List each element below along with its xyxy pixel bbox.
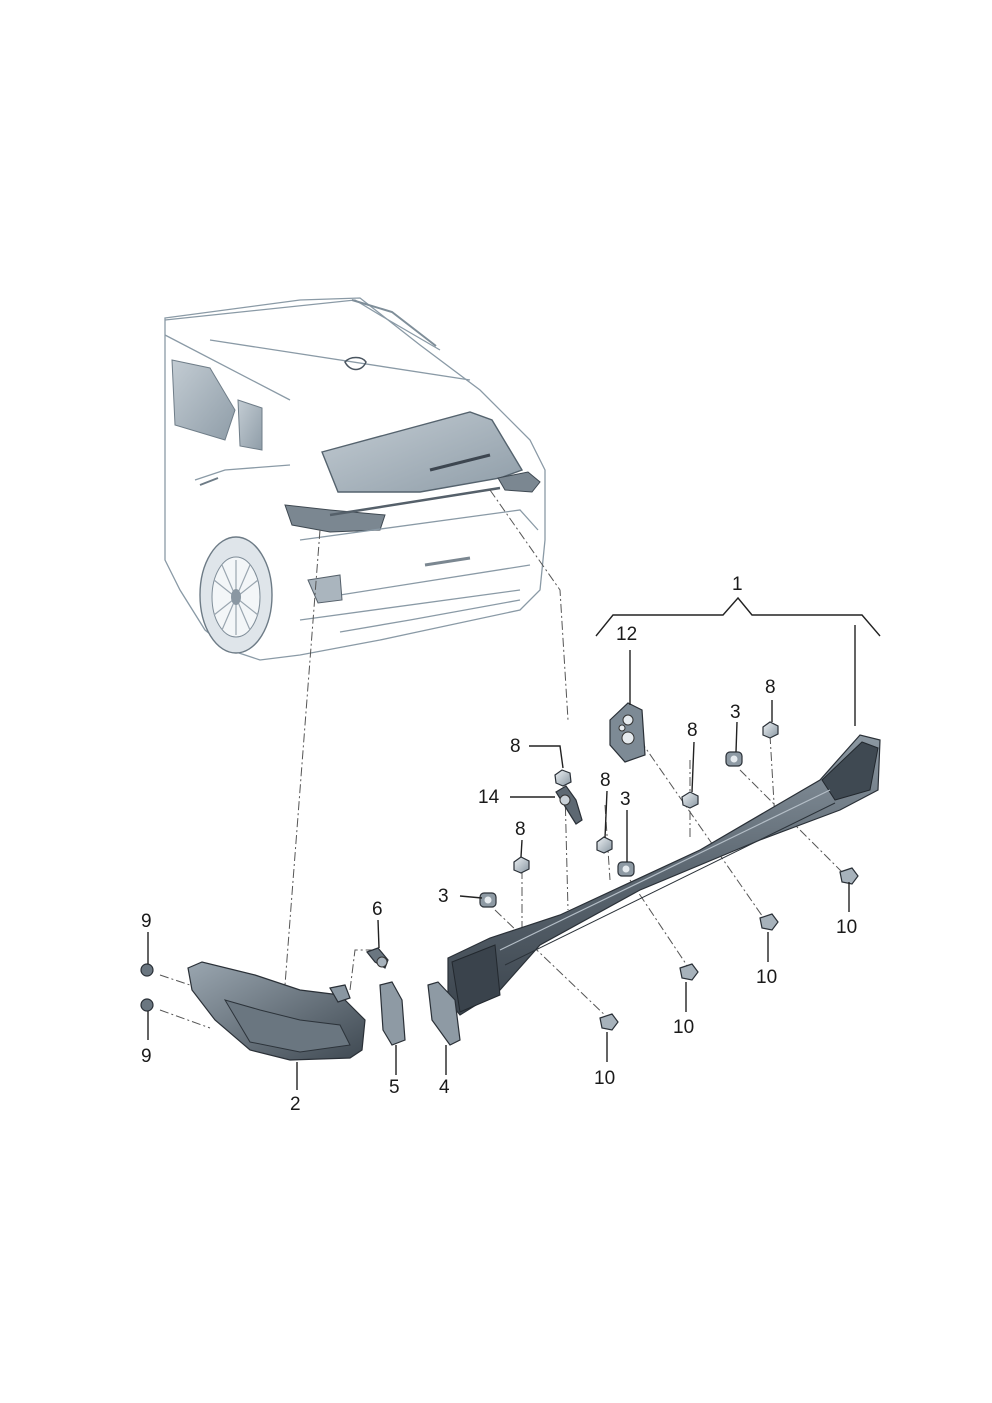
rivets-part-10 (599, 867, 859, 1031)
nuts-part-8 (513, 721, 779, 874)
side-window (171, 359, 236, 441)
trim-strip-part-1 (447, 734, 881, 1016)
rivet-icon (759, 913, 779, 931)
rear-window (321, 411, 524, 493)
clip-nut-icon (479, 892, 497, 908)
rivet-icon (839, 867, 859, 885)
nut-icon (762, 721, 779, 739)
callout-9: 9 (141, 911, 152, 932)
tail-lamp-part-2 (187, 961, 366, 1061)
callout-8: 8 (687, 720, 698, 741)
bolt-part-6 (366, 947, 389, 969)
callout-4: 4 (439, 1077, 450, 1098)
callout-10: 10 (756, 967, 777, 988)
screw-icon (140, 998, 154, 1012)
callout-3: 3 (438, 886, 449, 907)
clip-part-14 (555, 785, 583, 825)
vehicle-rear-view (164, 297, 546, 661)
callout-labels: 1 12 8 3 8 8 8 3 14 8 3 6 9 9 2 5 4 10 1… (141, 574, 857, 1115)
car-tail-light-right (497, 471, 541, 493)
callout-3: 3 (730, 702, 741, 723)
nut-icon (513, 856, 530, 874)
wheel (199, 536, 273, 654)
callout-14: 14 (478, 787, 500, 808)
callout-10: 10 (594, 1068, 615, 1089)
callout-12: 12 (616, 624, 637, 645)
callout-8: 8 (765, 677, 776, 698)
callout-6: 6 (372, 899, 383, 920)
trim-cover-part-4 (427, 981, 461, 1046)
clip-nut-icon (725, 751, 743, 767)
callout-2: 2 (290, 1094, 301, 1115)
callout-10: 10 (836, 917, 857, 938)
side-window-rear (237, 399, 263, 451)
callout-bracket-1 (595, 596, 881, 637)
clip-nuts-part-3 (479, 751, 743, 908)
callout-8: 8 (515, 819, 526, 840)
callout-10: 10 (673, 1017, 694, 1038)
screws-part-9 (140, 963, 154, 1012)
leader-lines (147, 625, 856, 1090)
nut-icon (554, 769, 572, 787)
callout-8: 8 (510, 736, 521, 757)
callout-8: 8 (600, 770, 611, 791)
callout-9: 9 (141, 1046, 152, 1067)
bracket-part-12 (609, 702, 646, 763)
nut-icon (596, 836, 613, 854)
callout-3: 3 (620, 789, 631, 810)
clip-nut-icon (617, 861, 635, 877)
nut-icon (681, 791, 699, 809)
screw-icon (140, 963, 154, 977)
rivet-icon (679, 963, 699, 981)
trim-cover-part-5 (379, 981, 406, 1046)
callout-1: 1 (732, 574, 743, 595)
callout-5: 5 (389, 1077, 400, 1098)
rivet-icon (599, 1013, 619, 1031)
car-tail-light-left (284, 504, 386, 533)
